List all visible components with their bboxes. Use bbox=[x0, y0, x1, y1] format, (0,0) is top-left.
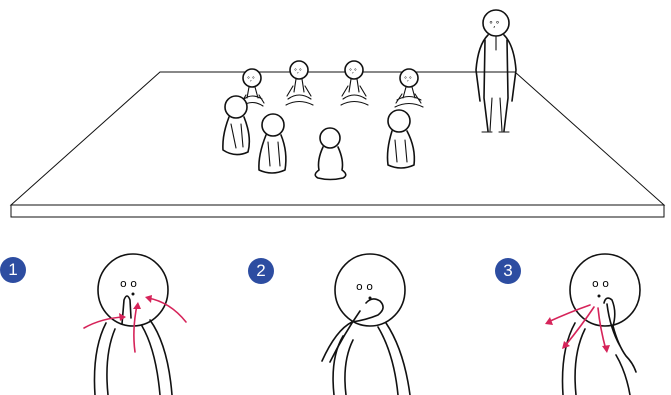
step-1-badge: 1 bbox=[0, 257, 26, 283]
step-2-badge: 2 bbox=[248, 258, 274, 284]
svg-text:°,°: °,° bbox=[349, 68, 357, 75]
svg-text:o o: o o bbox=[592, 277, 609, 290]
step-3-badge: 3 bbox=[495, 258, 521, 284]
svg-text:o o: o o bbox=[120, 277, 137, 290]
svg-text:o o: o o bbox=[356, 280, 373, 293]
svg-text:°,°: °,° bbox=[404, 76, 412, 83]
svg-text:°,°: °,° bbox=[247, 76, 255, 83]
step-3-illustration: o o bbox=[545, 254, 640, 395]
step-2-illustration: o o bbox=[322, 254, 410, 395]
svg-text:°,°: °,° bbox=[294, 68, 302, 75]
svg-text:°,°: °,° bbox=[489, 20, 500, 29]
step-1-illustration: o o bbox=[84, 254, 186, 395]
